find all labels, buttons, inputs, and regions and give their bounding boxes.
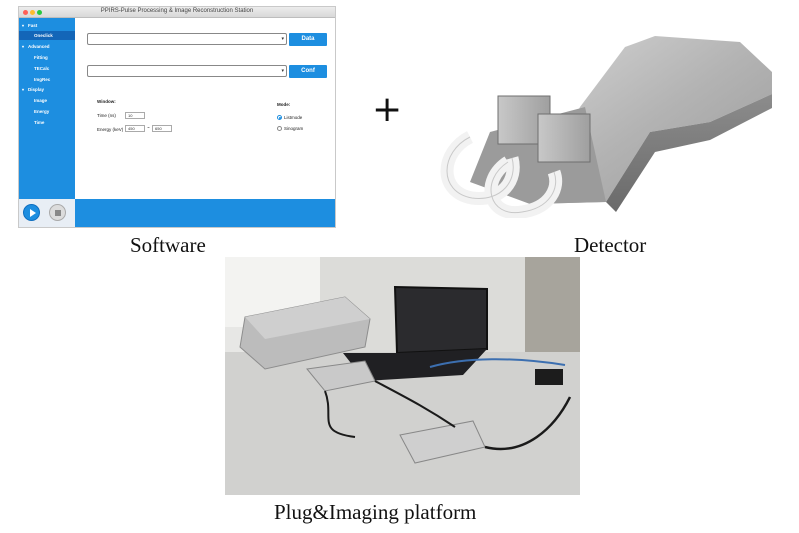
sidebar-item-time[interactable]: Time — [19, 118, 75, 127]
energy-separator: ~ — [147, 125, 150, 130]
sidebar-item-label: Advanced — [28, 44, 50, 49]
detector-module-right — [537, 113, 591, 163]
sidebar-item-label: ImgRec — [34, 77, 51, 82]
sidebar-item-label: TECalc — [34, 66, 50, 71]
platform-caption: Plug&Imaging platform — [274, 500, 477, 524]
sidebar-item-label: Fast — [28, 23, 38, 28]
laptop-screen — [393, 285, 488, 355]
software-window: PPIRS-Pulse Processing & Image Reconstru… — [18, 6, 336, 228]
detector-caption: Detector — [574, 233, 647, 257]
conf-button[interactable]: Conf — [289, 65, 327, 78]
chevron-down-icon: ▾ — [22, 23, 25, 28]
sidebar-item-label: Energy — [34, 109, 50, 114]
platform-photo — [225, 257, 580, 495]
table-surface — [225, 352, 580, 495]
data-file-select[interactable]: ▾ — [87, 33, 287, 45]
listmode-label: Listmode — [284, 115, 303, 120]
sidebar-item-label: Display — [28, 87, 45, 92]
sidebar-item-advanced[interactable]: ▾Advanced — [19, 42, 75, 51]
window-section-title: Window: — [97, 99, 116, 104]
software-caption: Software — [130, 233, 206, 257]
detector-image — [440, 36, 772, 218]
sidebar-item-imgrec[interactable]: ImgRec — [19, 75, 75, 84]
energy-min-input[interactable]: 450 — [125, 125, 145, 132]
stop-button[interactable] — [49, 204, 66, 221]
detector-side — [606, 94, 772, 212]
sidebar-item-image[interactable]: Image — [19, 96, 75, 105]
sidebar-item-energy[interactable]: Energy — [19, 107, 75, 116]
laptop-keyboard — [343, 349, 487, 381]
chevron-down-icon: ▾ — [281, 68, 284, 74]
sidebar-item-oneclick[interactable]: Oneclick — [19, 31, 75, 40]
sidebar-item-fitting[interactable]: Fitting — [19, 53, 75, 62]
sidebar-item-tecalc[interactable]: TECalc — [19, 64, 75, 73]
time-label: Time (ns) — [97, 113, 116, 118]
window-title: PPIRS-Pulse Processing & Image Reconstru… — [100, 8, 254, 14]
sidebar-item-label: Time — [34, 120, 45, 125]
energy-max-input[interactable]: 650 — [152, 125, 172, 132]
data-button[interactable]: Data — [289, 33, 327, 46]
energy-label: Energy (keV) — [97, 127, 124, 132]
close-window-icon[interactable] — [23, 10, 28, 15]
minimize-window-icon[interactable] — [30, 10, 35, 15]
time-input[interactable]: 10 — [125, 112, 145, 119]
chevron-down-icon: ▾ — [22, 87, 25, 92]
zoom-window-icon[interactable] — [37, 10, 42, 15]
listmode-radio[interactable] — [277, 115, 282, 120]
plus-sign: + — [372, 89, 403, 130]
chevron-down-icon: ▾ — [281, 36, 284, 42]
chevron-down-icon: ▾ — [22, 44, 25, 49]
mode-section-title: Mode: — [277, 102, 291, 107]
play-button[interactable] — [23, 204, 40, 221]
sidebar-item-fast[interactable]: ▾Fast — [19, 21, 75, 30]
sidebar-item-label: Image — [34, 98, 48, 103]
sidebar-item-display[interactable]: ▾Display — [19, 85, 75, 94]
sidebar: ▾Fast Oneclick ▾Advanced Fitting TECalc … — [19, 18, 75, 199]
sinogram-radio[interactable] — [277, 126, 282, 131]
title-bar: PPIRS-Pulse Processing & Image Reconstru… — [19, 7, 335, 18]
sinogram-label: Sinogram — [284, 126, 304, 131]
sidebar-item-label: Fitting — [34, 55, 48, 60]
power-adapter — [535, 369, 563, 385]
sidebar-item-label: Oneclick — [34, 33, 53, 38]
conf-file-select[interactable]: ▾ — [87, 65, 287, 77]
